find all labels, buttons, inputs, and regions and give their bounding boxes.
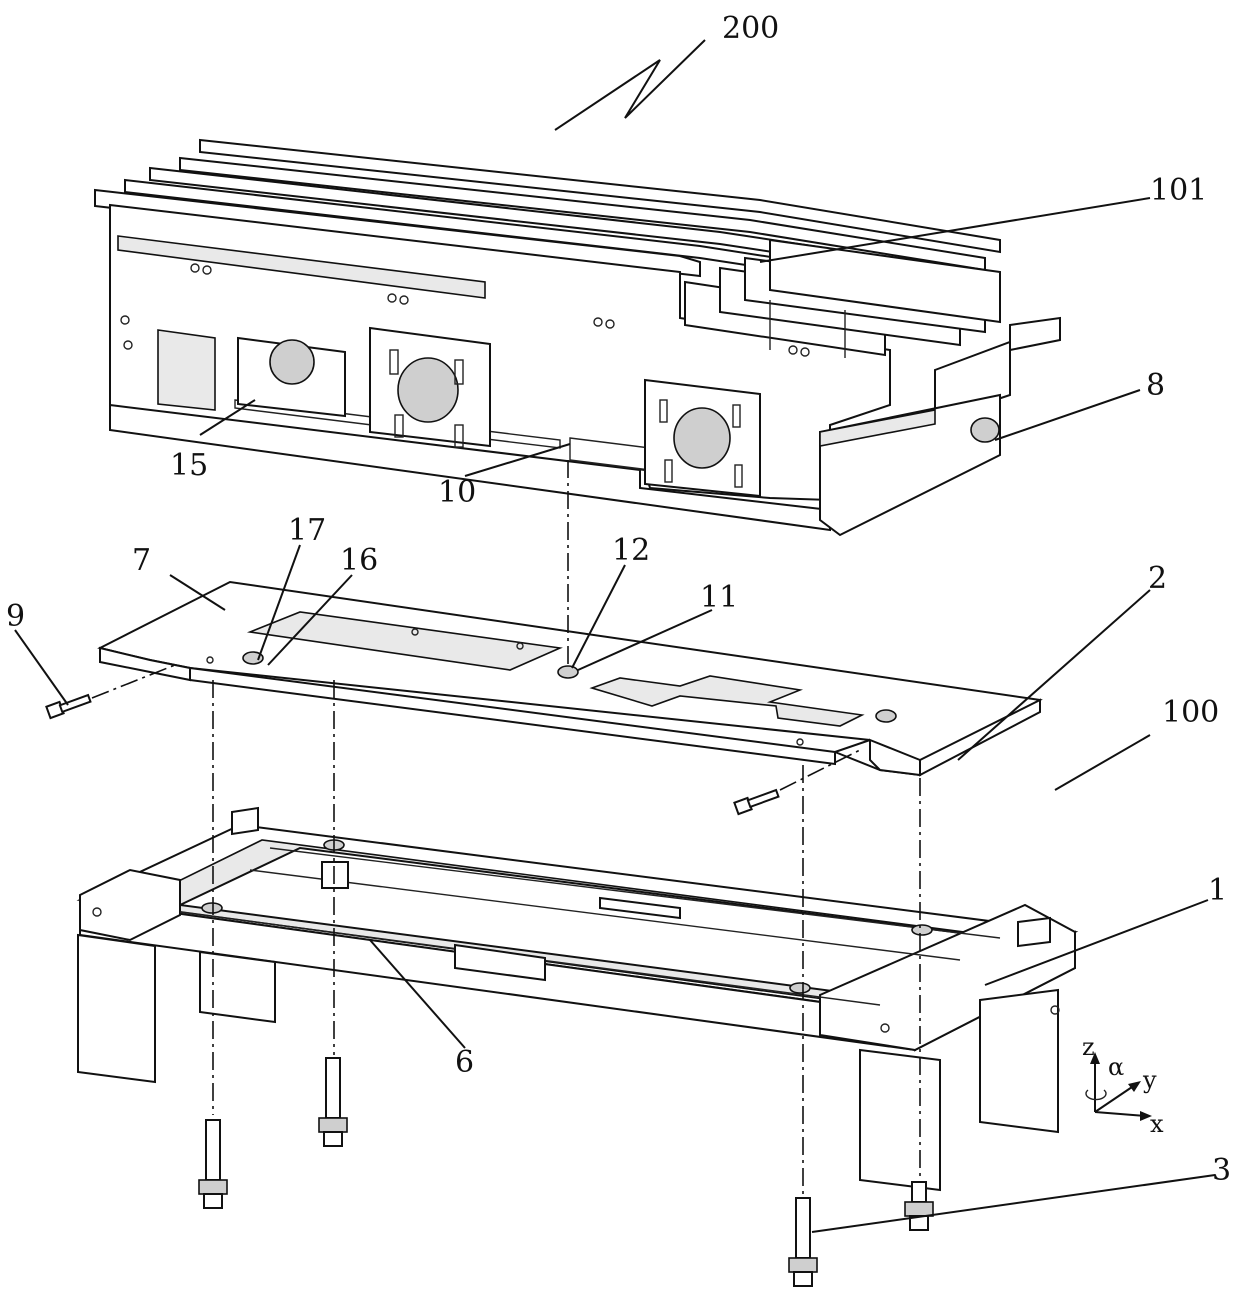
label-17: 17 (288, 513, 326, 548)
label-16: 16 (340, 543, 378, 578)
label-15: 15 (170, 448, 208, 483)
axis-label-alpha: α (1108, 1053, 1124, 1081)
label-6: 6 (455, 1045, 474, 1080)
axis-label-x: x (1150, 1110, 1164, 1138)
label-10: 10 (438, 475, 476, 510)
upper-assembly-200 (95, 140, 1060, 535)
coordinate-axes: z α y x (1082, 1033, 1164, 1138)
adjustable-feet-3 (199, 1058, 933, 1286)
label-200: 200 (722, 11, 779, 46)
label-8: 8 (1146, 368, 1165, 403)
alignment-lines (213, 460, 920, 1195)
screw-9-right (734, 790, 778, 814)
label-1: 1 (1208, 873, 1227, 908)
label-3: 3 (1212, 1153, 1231, 1188)
label-100: 100 (1162, 695, 1219, 730)
axis-label-y: y (1142, 1066, 1157, 1094)
mounting-plate-2 (100, 582, 1040, 775)
y-arrow-icon (1128, 1081, 1141, 1092)
label-9: 9 (6, 599, 25, 634)
label-2: 2 (1148, 561, 1167, 596)
base-frame-1 (78, 808, 1075, 1190)
screw-9-left (46, 695, 90, 718)
label-7: 7 (132, 543, 151, 578)
axis-label-z: z (1082, 1033, 1095, 1061)
label-12: 12 (612, 533, 650, 568)
label-101: 101 (1150, 173, 1207, 208)
x-axis-line (1095, 1112, 1145, 1116)
label-11: 11 (700, 580, 738, 615)
